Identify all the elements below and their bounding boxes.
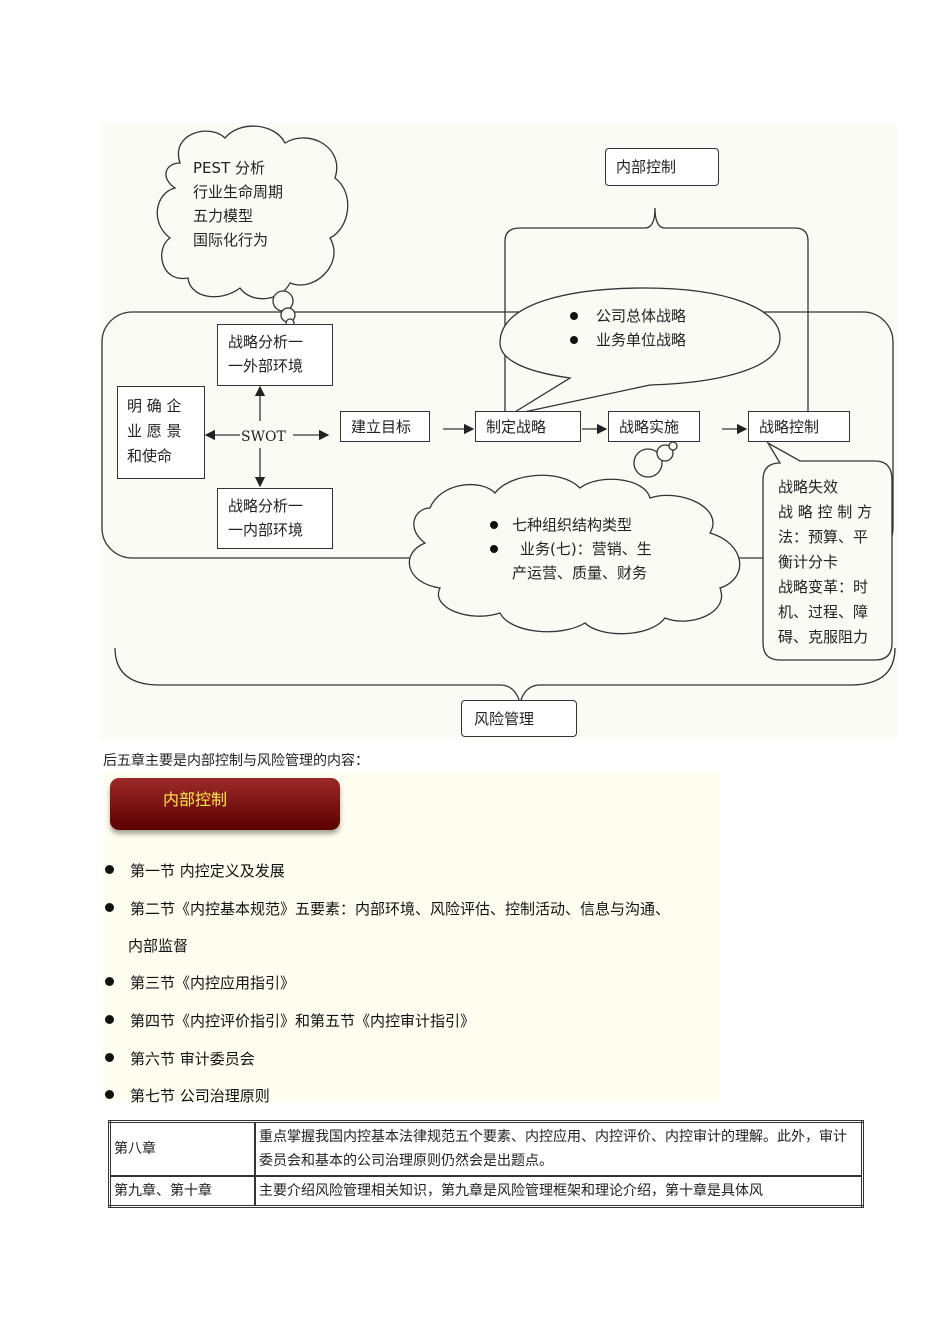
list-item-text: 第四节《内控评价指引》和第五节《内控审计指引》 bbox=[130, 1012, 476, 1030]
list-item: 第一节 内控定义及发展 bbox=[103, 860, 285, 881]
box-line: 业 愿 景 bbox=[127, 422, 182, 440]
list-item-text: 第三节《内控应用指引》 bbox=[130, 974, 296, 992]
list-item: 第二节《内控基本规范》五要素：内部环境、风险评估、控制活动、信息与沟通、 bbox=[103, 898, 670, 919]
box-line: 一外部环境 bbox=[228, 357, 304, 375]
bullet-icon bbox=[105, 903, 114, 912]
list-item-text: 第二节《内控基本规范》五要素：内部环境、风险评估、控制活动、信息与沟通、 bbox=[130, 900, 671, 918]
table-row: 第八章 重点掌握我国内控基本法律规范五个要素、内控应用、内控评价、内控审计的理解… bbox=[108, 1120, 864, 1177]
list-item-continued: 内部监督 bbox=[128, 937, 189, 955]
vision-box: 明 确 企 业 愿 景 和使命 bbox=[117, 386, 205, 479]
bullet-icon bbox=[105, 977, 114, 986]
internal-control-panel: 内部控制 第一节 内控定义及发展 第二节《内控基本规范》五要素：内部环境、风险评… bbox=[103, 772, 720, 1105]
list-item-text: 第七节 公司治理原则 bbox=[130, 1087, 270, 1105]
cloud-line: PEST 分析 bbox=[193, 159, 265, 177]
list-item: 第四节《内控评价指引》和第五节《内控审计指引》 bbox=[103, 1010, 475, 1031]
list-item: 第六节 审计委员会 bbox=[103, 1048, 255, 1069]
callout-line: 碍、克服阻力 bbox=[778, 628, 869, 646]
chapter-cell: 第九章、第十章 bbox=[108, 1175, 256, 1208]
strategy-diagram: PEST 分析 行业生命周期 五力模型 国际化行为 内部控制 战略分析一 一外部… bbox=[100, 123, 897, 739]
callout-line: 战略变革：时 bbox=[778, 578, 869, 596]
speech-item: 业务单位战略 bbox=[596, 331, 687, 349]
table-row: 第九章、第十章 主要介绍风险管理相关知识，第九章是风险管理框架和理论介绍，第十章… bbox=[108, 1175, 864, 1208]
cloud-line: 行业生命周期 bbox=[193, 183, 284, 201]
callout-line: 机、过程、障 bbox=[778, 603, 869, 621]
bullet-dot bbox=[570, 336, 578, 344]
cloud-line: 五力模型 bbox=[193, 207, 254, 225]
box-line: 战略分析一 bbox=[228, 333, 304, 351]
external-analysis-box: 战略分析一 一外部环境 bbox=[217, 324, 333, 386]
list-item-text: 第一节 内控定义及发展 bbox=[130, 862, 285, 880]
internal-control-brace bbox=[504, 207, 809, 411]
bullet-icon bbox=[105, 865, 114, 874]
bullet-icon bbox=[105, 1015, 114, 1024]
cloud-top-text: PEST 分析 行业生命周期 五力模型 国际化行为 bbox=[193, 156, 283, 252]
cloud-line: 业务(七)：营销、生 bbox=[520, 540, 652, 558]
callout-line: 战 略 控 制 方 bbox=[778, 503, 873, 521]
callout-line: 衡计分卡 bbox=[778, 553, 839, 571]
analysis-cloud bbox=[156, 125, 349, 300]
bullet-icon bbox=[105, 1090, 114, 1099]
speech-text: 公司总体战略 业务单位战略 bbox=[596, 304, 686, 352]
cloud-line: 七种组织结构类型 bbox=[512, 516, 633, 534]
bullet-dot bbox=[570, 312, 578, 320]
description-cell: 主要介绍风险管理相关知识，第九章是风险管理框架和理论介绍，第十章是具体风 bbox=[254, 1175, 864, 1208]
callout-line: 战略失效 bbox=[778, 478, 839, 496]
cloud-line: 国际化行为 bbox=[193, 231, 269, 249]
risk-management-box: 风险管理 bbox=[461, 700, 577, 737]
box-line: 明 确 企 bbox=[127, 397, 182, 415]
speech-item: 公司总体战略 bbox=[596, 307, 687, 325]
internal-control-header-button[interactable]: 内部控制 bbox=[110, 778, 340, 830]
intro-text: 后五章主要是内部控制与风险管理的内容： bbox=[103, 753, 369, 769]
box-line: 一内部环境 bbox=[228, 521, 304, 539]
internal-control-box: 内部控制 bbox=[605, 148, 719, 186]
strategy-speech-bubble bbox=[499, 287, 781, 416]
internal-analysis-box: 战略分析一 一内部环境 bbox=[217, 488, 333, 549]
step-implement-strategy: 战略实施 bbox=[608, 411, 700, 442]
bullet-dot bbox=[490, 521, 498, 529]
chapter-table: 第八章 重点掌握我国内控基本法律规范五个要素、内控应用、内控评价、内控审计的理解… bbox=[108, 1120, 864, 1208]
bullet-dot bbox=[490, 545, 498, 553]
cloud-line: 产运营、质量、财务 bbox=[512, 564, 648, 582]
callout-text: 战略失效 战 略 控 制 方 法：预算、平 衡计分卡 战略变革：时 机、过程、障… bbox=[778, 475, 872, 650]
callout-line: 法：预算、平 bbox=[778, 528, 869, 546]
chapter-cell: 第八章 bbox=[108, 1120, 256, 1177]
cloud-bottom-text: 七种组织结构类型 业务(七)：营销、生 产运营、质量、财务 bbox=[512, 513, 652, 585]
description-cell: 重点掌握我国内控基本法律规范五个要素、内控应用、内控评价、内控审计的理解。此外，… bbox=[254, 1120, 864, 1177]
bullet-icon bbox=[105, 1053, 114, 1062]
control-callout bbox=[762, 441, 893, 661]
box-line: 和使命 bbox=[127, 447, 173, 465]
list-item: 第七节 公司治理原则 bbox=[103, 1085, 270, 1106]
box-line: 战略分析一 bbox=[228, 497, 304, 515]
step-formulate-strategy: 制定战略 bbox=[475, 411, 581, 442]
diagram-shapes bbox=[101, 125, 896, 706]
list-item-text: 第六节 审计委员会 bbox=[130, 1050, 255, 1068]
organization-cloud bbox=[408, 474, 741, 635]
step-set-goals: 建立目标 bbox=[340, 411, 430, 442]
list-item: 第三节《内控应用指引》 bbox=[103, 972, 295, 993]
step-strategy-control: 战略控制 bbox=[748, 411, 850, 442]
swot-label: SWOT bbox=[241, 429, 286, 445]
